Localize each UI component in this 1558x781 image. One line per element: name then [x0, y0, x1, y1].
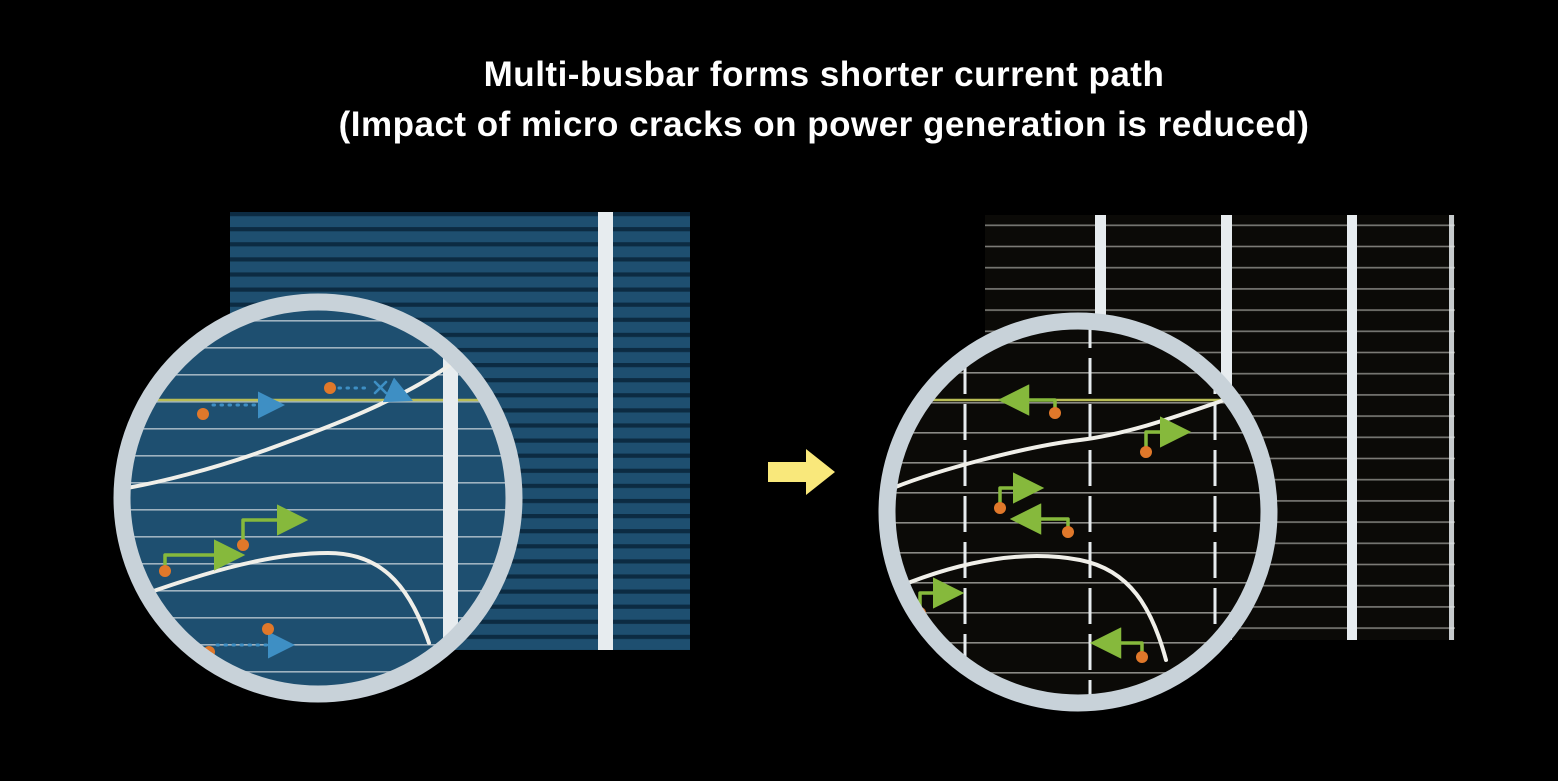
block-arrow-right: [768, 449, 835, 495]
magnified-busbar: [443, 310, 458, 686]
title-line-1: Multi-busbar forms shorter current path: [483, 55, 1165, 94]
cell-busbar: [598, 212, 613, 650]
right-magnifier: [878, 312, 1278, 712]
title-line-2: (Impact of micro cracks on power generat…: [338, 105, 1310, 144]
transition-arrow-icon: [768, 449, 835, 495]
left-magnifier: [113, 293, 523, 703]
short-current-path-arrows: [163, 504, 309, 571]
magnifier-ring: [878, 312, 1278, 712]
diagram-title: Multi-busbar forms shorter current path …: [90, 50, 1558, 150]
magnified-finger-grid: [895, 329, 1261, 695]
right-magnifier-view: [895, 329, 1261, 695]
micro-crack-lines: [895, 396, 1232, 662]
long-current-path-arrows: [211, 377, 413, 659]
magnifier-ring: [113, 293, 523, 703]
left-magnifier-view: [130, 310, 506, 686]
short-current-path-arrows: [918, 384, 1192, 659]
